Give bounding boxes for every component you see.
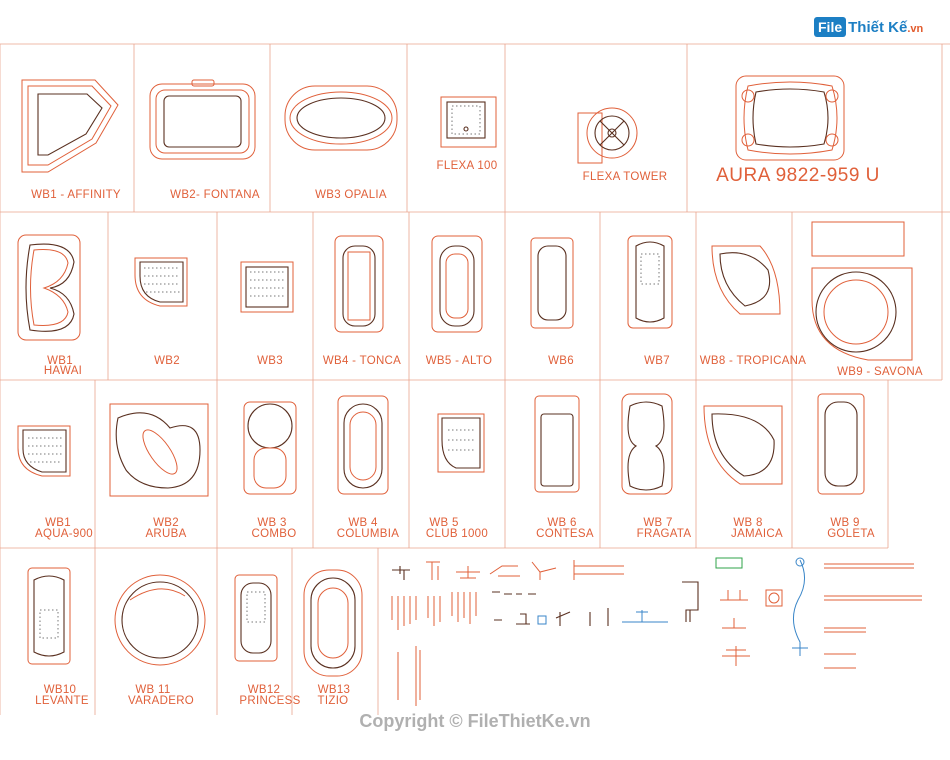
row-1-labels: WB1 - AFFINITY WB2- FONTANA WB3 OPALIA F… bbox=[31, 160, 880, 201]
bathtub-fontana-drawing bbox=[149, 79, 256, 160]
shower-tray-flexa-100-drawing bbox=[440, 96, 497, 148]
label-wb1-affinity: WB1 - AFFINITY bbox=[31, 189, 121, 201]
label-wb8-jamaica-name: JAMAICA bbox=[731, 528, 783, 540]
bathtub-princess-drawing bbox=[234, 574, 278, 662]
bathtub-tropicana-drawing bbox=[711, 245, 781, 315]
label-wb5-alto: WB5 - ALTO bbox=[426, 355, 492, 367]
label-aura: AURA 9822-959 U bbox=[716, 165, 880, 186]
label-wb2-fontana: WB2- FONTANA bbox=[170, 189, 260, 201]
bathtub-varadero-drawing bbox=[114, 574, 206, 666]
bathtub-columbia-drawing bbox=[337, 395, 389, 495]
label-wb12-princess-code: WB12 bbox=[248, 684, 281, 696]
shower-tray-club-1000-drawing bbox=[437, 413, 485, 473]
row-4-labels: WB10 LEVANTE WB 11 VARADERO WB12 PRINCES… bbox=[35, 684, 350, 707]
bathtub-savona-drawing bbox=[811, 221, 913, 361]
bathtub-wb6-drawing bbox=[530, 237, 574, 329]
label-wb2: WB2 bbox=[154, 355, 180, 367]
bathtub-fragata-drawing bbox=[621, 393, 673, 495]
shower-tray-wb2-drawing bbox=[134, 257, 188, 307]
label-wb5-club-name: CLUB 1000 bbox=[426, 528, 488, 540]
faucet-and-fittings-drawings bbox=[391, 557, 922, 706]
label-wb8-tropicana: WB8 - TROPICANA bbox=[700, 355, 807, 367]
bathtub-aruba-drawing bbox=[109, 403, 209, 497]
label-wb11-varadero-code: WB 11 bbox=[135, 684, 170, 696]
bathtub-opalia-drawing bbox=[284, 85, 398, 151]
label-wb1-hawai-code: WB1 bbox=[47, 355, 73, 367]
label-flexa-tower: FLEXA TOWER bbox=[583, 171, 668, 183]
label-wb4-columbia-code: WB 4 bbox=[348, 517, 378, 529]
label-wb3-combo-code: WB 3 bbox=[257, 517, 286, 529]
logo-text: Thiết Kế bbox=[848, 18, 908, 36]
label-wb4-tonca: WB4 - TONCA bbox=[323, 355, 401, 367]
label-wb1-aqua-code: WB1 bbox=[45, 517, 71, 529]
bathtub-jamaica-drawing bbox=[703, 405, 783, 485]
bathtub-tonca-drawing bbox=[334, 235, 384, 333]
label-wb6: WB6 bbox=[548, 355, 574, 367]
shower-tray-wb3-drawing bbox=[240, 261, 294, 313]
bathtub-combo-drawing bbox=[243, 401, 297, 495]
label-wb6-contesa-code: WB 6 bbox=[547, 517, 576, 529]
label-wb7-fragata-name: FRAGATA bbox=[637, 528, 692, 540]
label-wb2-aruba-code: WB2 bbox=[153, 517, 179, 529]
label-wb1-hawai-name: HAWAI bbox=[44, 365, 82, 377]
label-wb10-levante-code: WB10 bbox=[44, 684, 77, 696]
label-wb3-opalia: WB3 OPALIA bbox=[315, 189, 387, 201]
label-wb7-fragata-code: WB 7 bbox=[643, 517, 672, 529]
logo-domain: .vn bbox=[907, 23, 924, 35]
label-wb8-jamaica-code: WB 8 bbox=[733, 517, 762, 529]
bathtub-hawai-drawing bbox=[17, 234, 81, 341]
copyright-watermark: Copyright © FileThietKe.vn bbox=[359, 711, 591, 731]
label-wb9-goleta-code: WB 9 bbox=[830, 517, 859, 529]
label-wb2-aruba-name: ARUBA bbox=[145, 528, 186, 540]
label-wb9-savona: WB9 - SAVONA bbox=[837, 366, 923, 378]
site-logo: File Thiết Kế .vn bbox=[814, 14, 923, 40]
bathtub-alto-drawing bbox=[431, 235, 483, 333]
label-wb7: WB7 bbox=[644, 355, 670, 367]
row-2-labels: WB1 HAWAI WB2 WB3 WB4 - TONCA WB5 - ALTO… bbox=[44, 355, 923, 378]
label-wb11-varadero-name: VARADERO bbox=[128, 695, 194, 707]
shower-tray-aqua-900-drawing bbox=[17, 425, 71, 477]
catalog-grid bbox=[0, 43, 950, 715]
label-wb12-princess-name: PRINCESS bbox=[239, 695, 300, 707]
label-wb3-combo-name: COMBO bbox=[252, 528, 297, 540]
label-wb1-aqua-name: AQUA-900 bbox=[35, 528, 93, 540]
label-wb6-contesa-name: CONTESA bbox=[536, 528, 594, 540]
label-flexa-100: FLEXA 100 bbox=[437, 160, 498, 172]
label-wb4-columbia-name: COLUMBIA bbox=[337, 528, 399, 540]
label-wb9-goleta-name: GOLETA bbox=[827, 528, 875, 540]
logo-box-text: File bbox=[814, 17, 847, 37]
label-wb13-tizio-code: WB13 bbox=[318, 684, 351, 696]
bathtub-contesa-drawing bbox=[534, 395, 580, 493]
row-3-labels: WB1 AQUA-900 WB2 ARUBA WB 3 COMBO WB 4 C… bbox=[35, 517, 875, 540]
bathtub-wb7-drawing bbox=[627, 235, 673, 329]
label-wb13-tizio-name: TIZIO bbox=[318, 695, 349, 707]
bathtub-levante-drawing bbox=[27, 567, 71, 665]
bathtub-goleta-drawing bbox=[817, 393, 865, 495]
label-wb5-club-code: WB 5 bbox=[429, 517, 458, 529]
whirlpool-aura-drawing bbox=[735, 75, 845, 161]
label-wb3: WB3 bbox=[257, 355, 283, 367]
bathtub-affinity-drawing bbox=[21, 79, 119, 173]
label-wb10-levante-name: LEVANTE bbox=[35, 695, 89, 707]
shower-tower-flexa-drawing bbox=[577, 107, 638, 164]
bathtub-tizio-drawing bbox=[303, 569, 363, 677]
